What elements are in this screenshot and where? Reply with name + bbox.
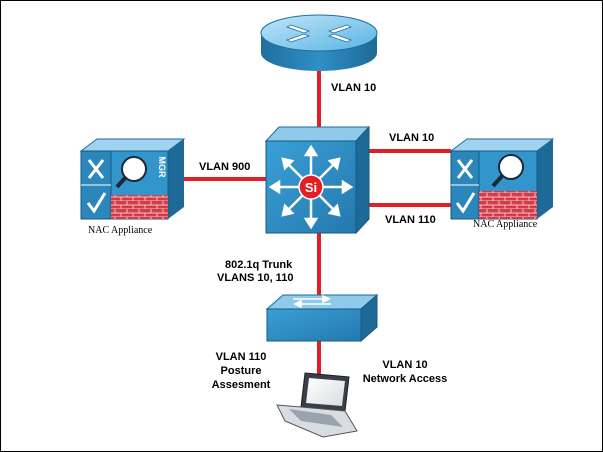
label-posture-line2: Posture: [220, 365, 262, 377]
label-access-line2: Network Access: [362, 373, 448, 385]
label-trunk-line2: VLANS 10, 110: [217, 272, 294, 284]
label-vlan10-nac: VLAN 10: [389, 132, 435, 144]
label-posture-line3: Assesment: [211, 379, 271, 391]
caption-nac-left: NAC Appliance: [88, 225, 153, 236]
nac-manager-icon: MGR: [79, 138, 186, 220]
layer3-switch-icon: Si: [264, 125, 371, 235]
label-posture-line1: VLAN 110: [215, 351, 267, 363]
workgroup-switch-icon: [265, 293, 379, 343]
links: [184, 71, 451, 376]
label-trunk-line1: 802.1q Trunk: [225, 259, 293, 271]
label-access-line1: VLAN 10: [382, 359, 428, 371]
nac-server-icon: [449, 138, 555, 220]
label-vlan900: VLAN 900: [199, 161, 251, 173]
mgr-mark: MGR: [157, 157, 167, 178]
label-vlan10-router: VLAN 10: [331, 82, 377, 94]
router-icon: [260, 14, 378, 71]
label-vlan110-nac: VLAN 110: [385, 214, 436, 226]
caption-nac-right: NAC Appliance: [473, 219, 538, 230]
si-logo: Si: [305, 180, 317, 195]
laptop-icon: [276, 372, 358, 438]
